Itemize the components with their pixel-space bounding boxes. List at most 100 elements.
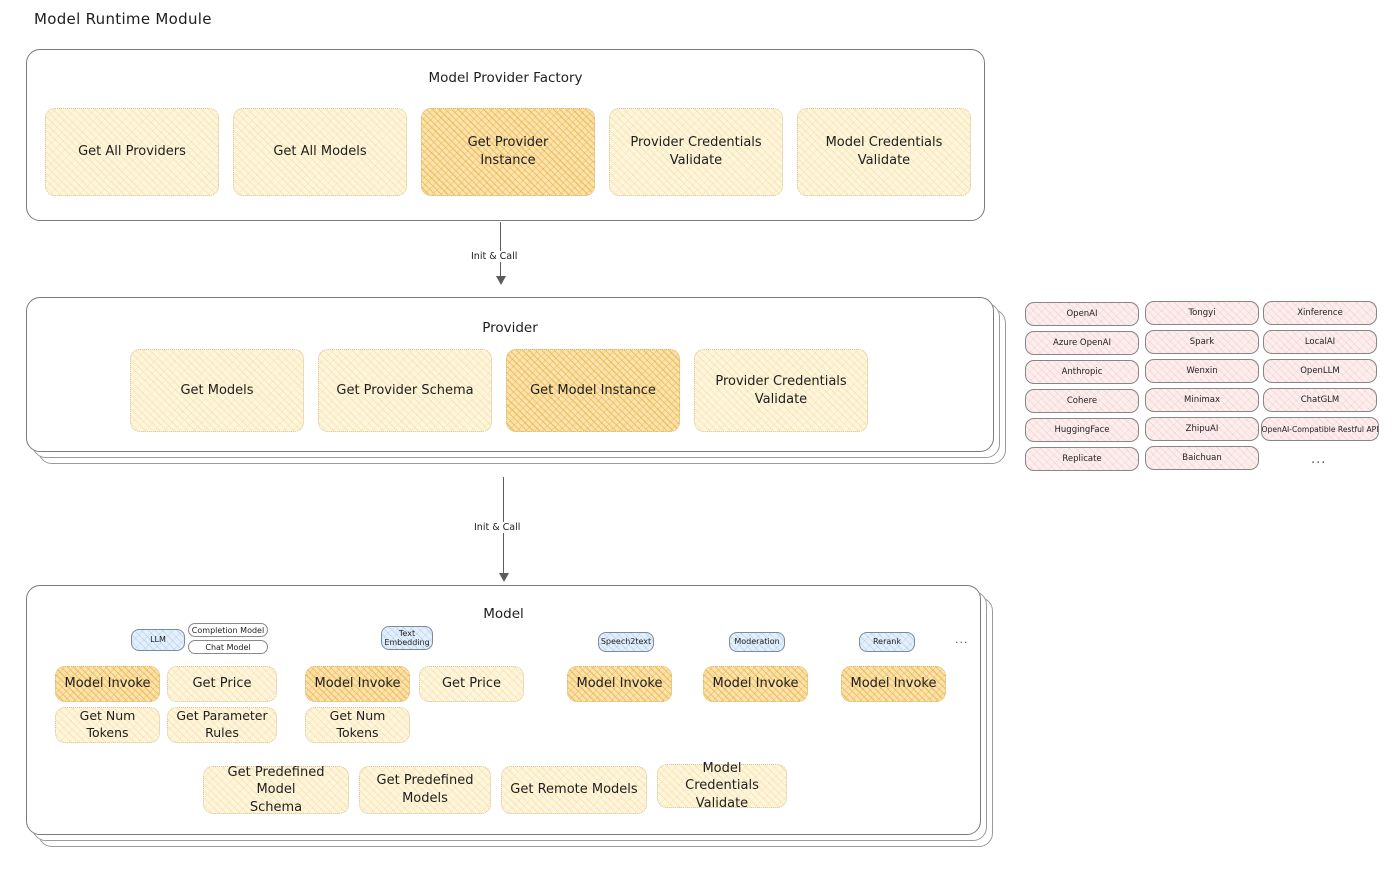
method-label: Model Credentials Validate — [685, 760, 759, 811]
model-provider-factory-container: Model Provider Factory Get All Providers… — [26, 49, 985, 221]
provider-chip-spark[interactable]: Spark — [1145, 330, 1259, 354]
provider-node-provider-credentials-validate[interactable]: Provider Credentials Validate — [694, 349, 868, 432]
provider-chip-label: Azure OpenAI — [1053, 338, 1111, 348]
method-label: Model Invoke — [576, 676, 663, 692]
model-type-label: Moderation — [734, 637, 780, 647]
model-types-more: ... — [955, 633, 969, 646]
provider-node-label: Get Model Instance — [530, 382, 656, 398]
method-label: Model Invoke — [712, 676, 799, 692]
llm-method-get-parameter-rules[interactable]: Get Parameter Rules — [167, 707, 277, 743]
provider-chip-label: OpenAI-Compatible Restful API — [1261, 424, 1379, 434]
provider-chip-label: Wenxin — [1186, 366, 1218, 376]
model-subtype-chat-model[interactable]: Chat Model — [188, 640, 268, 654]
provider-chip-localai[interactable]: LocalAI — [1263, 330, 1377, 354]
provider-chip-tongyi[interactable]: Tongyi — [1145, 301, 1259, 325]
model-type-label: LLM — [150, 635, 166, 645]
factory-node-provider-credentials-validate[interactable]: Provider Credentials Validate — [609, 108, 783, 196]
factory-node-label: Get All Providers — [78, 144, 186, 160]
provider-chip-label: Minimax — [1184, 395, 1220, 405]
model-type-label: Text Embedding — [384, 628, 430, 647]
provider-chip-huggingface[interactable]: HuggingFace — [1025, 418, 1139, 442]
provider-chip-label: ZhipuAI — [1185, 424, 1219, 434]
provider-chip-openllm[interactable]: OpenLLM — [1263, 359, 1377, 383]
model-type-label: Speech2text — [600, 637, 652, 647]
factory-node-label: Model Credentials Validate — [825, 135, 943, 168]
model-type-rerank[interactable]: Rerank — [859, 632, 915, 652]
model-type-moderation[interactable]: Moderation — [729, 632, 785, 652]
factory-node-get-all-models[interactable]: Get All Models — [233, 108, 407, 196]
provider-node-label: Get Provider Schema — [336, 382, 474, 398]
text-embedding-method-get-price[interactable]: Get Price — [419, 666, 524, 702]
method-label: Get Num Tokens — [79, 708, 136, 740]
provider-chip-wenxin[interactable]: Wenxin — [1145, 359, 1259, 383]
model-type-llm[interactable]: LLM — [131, 629, 185, 651]
provider-chip-label: HuggingFace — [1054, 425, 1110, 435]
moderation-method-model-invoke[interactable]: Model Invoke — [703, 666, 808, 702]
arrow-provider-to-model-label: Init & Call — [470, 522, 525, 533]
model-type-speech2text[interactable]: Speech2text — [598, 632, 654, 652]
provider-chip-xinference[interactable]: Xinference — [1263, 301, 1377, 325]
provider-chip-chatglm[interactable]: ChatGLM — [1263, 388, 1377, 412]
factory-node-model-credentials-validate[interactable]: Model Credentials Validate — [797, 108, 971, 196]
llm-method-model-invoke[interactable]: Model Invoke — [55, 666, 160, 702]
provider-chip-label: Xinference — [1297, 308, 1343, 318]
llm-method-get-num-tokens[interactable]: Get Num Tokens — [55, 707, 160, 743]
provider-chip-label: Baichuan — [1182, 453, 1222, 463]
provider-chip-azure-openai[interactable]: Azure OpenAI — [1025, 331, 1139, 355]
arrow-factory-to-provider-head — [495, 276, 506, 285]
method-label: Get Price — [441, 676, 501, 692]
provider-chip-cohere[interactable]: Cohere — [1025, 389, 1139, 413]
provider-node-get-model-instance[interactable]: Get Model Instance — [506, 349, 680, 432]
provider-chip-label: Cohere — [1066, 396, 1098, 406]
provider-container: Provider Get Models Get Provider Schema … — [26, 297, 994, 452]
model-shared-get-remote-models[interactable]: Get Remote Models — [501, 766, 647, 814]
provider-node-get-provider-schema[interactable]: Get Provider Schema — [318, 349, 492, 432]
provider-chip-label: LocalAI — [1304, 337, 1336, 347]
factory-node-label: Get Provider Instance — [467, 135, 549, 168]
provider-chip-label: Spark — [1189, 337, 1215, 347]
provider-chip-label: ChatGLM — [1300, 395, 1340, 405]
provider-chip-replicate[interactable]: Replicate — [1025, 447, 1139, 471]
provider-node-get-models[interactable]: Get Models — [130, 349, 304, 432]
provider-list-more: ... — [1311, 452, 1327, 467]
provider-chip-baichuan[interactable]: Baichuan — [1145, 446, 1259, 470]
provider-chip-label: OpenAI — [1066, 309, 1098, 319]
rerank-method-model-invoke[interactable]: Model Invoke — [841, 666, 946, 702]
arrow-provider-to-model-head — [498, 573, 509, 582]
model-title: Model — [483, 606, 524, 622]
provider-title: Provider — [482, 320, 538, 336]
speech2text-method-model-invoke[interactable]: Model Invoke — [567, 666, 672, 702]
model-type-text-embedding[interactable]: Text Embedding — [381, 626, 433, 650]
factory-node-label: Get All Models — [273, 144, 367, 160]
method-label: Get Parameter Rules — [176, 708, 268, 740]
factory-node-get-all-providers[interactable]: Get All Providers — [45, 108, 219, 196]
provider-chip-label: Anthropic — [1061, 367, 1103, 377]
method-label: Get Num Tokens — [329, 708, 386, 740]
provider-chip-anthropic[interactable]: Anthropic — [1025, 360, 1139, 384]
method-label: Model Invoke — [850, 676, 937, 692]
model-subtype-label: Completion Model — [191, 625, 265, 635]
provider-chip-openai-compatible-restful-api[interactable]: OpenAI-Compatible Restful API — [1261, 417, 1379, 441]
model-shared-get-predefined-models[interactable]: Get Predefined Models — [359, 766, 491, 814]
model-type-label: Rerank — [872, 637, 901, 647]
method-label: Model Invoke — [314, 676, 401, 692]
llm-method-get-price[interactable]: Get Price — [167, 666, 277, 702]
method-label: Get Predefined Models — [376, 773, 474, 806]
factory-node-get-provider-instance[interactable]: Get Provider Instance — [421, 108, 595, 196]
text-embedding-method-model-invoke[interactable]: Model Invoke — [305, 666, 410, 702]
text-embedding-method-get-num-tokens[interactable]: Get Num Tokens — [305, 707, 410, 743]
model-shared-get-predefined-model-schema[interactable]: Get Predefined Model Schema — [203, 765, 349, 815]
method-label: Model Invoke — [64, 676, 151, 692]
model-subtype-label: Chat Model — [205, 642, 251, 652]
provider-node-label: Provider Credentials Validate — [715, 373, 847, 407]
provider-chip-label: OpenLLM — [1300, 366, 1340, 376]
model-subtype-completion-model[interactable]: Completion Model — [188, 623, 268, 637]
model-provider-factory-title: Model Provider Factory — [428, 70, 583, 86]
provider-chip-openai[interactable]: OpenAI — [1025, 302, 1139, 326]
model-shared-model-credentials-validate[interactable]: Model Credentials Validate — [657, 761, 787, 811]
provider-chip-label: Replicate — [1062, 454, 1102, 464]
provider-node-label: Get Models — [180, 382, 254, 398]
provider-chip-zhipuai[interactable]: ZhipuAI — [1145, 417, 1259, 441]
provider-chip-minimax[interactable]: Minimax — [1145, 388, 1259, 412]
